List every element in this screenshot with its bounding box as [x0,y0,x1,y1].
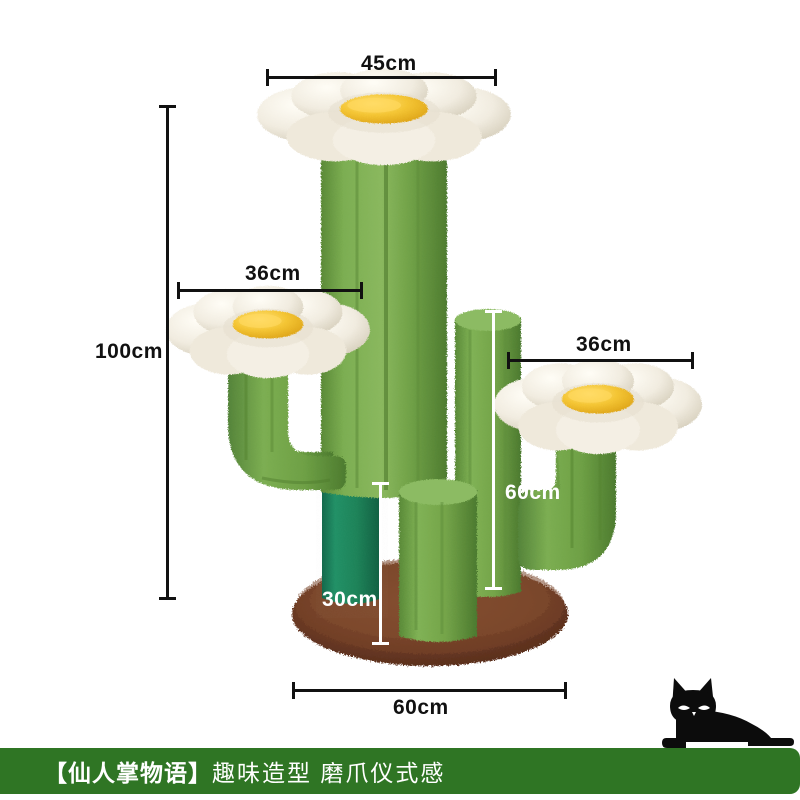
tick-bottom [485,587,502,590]
tick-top [372,482,389,485]
tick-left [266,69,269,86]
banner-tagline: 趣味造型 磨爪仪式感 [212,760,446,786]
dimension-line-mid-height [485,310,502,590]
bottom-banner: 【仙人掌物语】趣味造型 磨爪仪式感 [0,748,800,794]
tick-left [507,352,510,369]
dimension-line-right-span [507,352,694,369]
dimension-label-total-height: 100cm [95,340,163,363]
top-flower [257,68,511,165]
banner-text: 【仙人掌物语】趣味造型 磨爪仪式感 [44,754,445,788]
dimension-label-low-height: 30cm [322,588,378,611]
dimension-line-low-height [372,482,389,645]
front-post [399,479,477,642]
lying-cat-silhouette [662,678,794,748]
dimension-label-right-span: 36cm [576,333,632,356]
dimension-line-left-span [177,282,363,299]
dimension-label-mid-height: 60cm [505,481,561,504]
dimension-line-total-height [159,105,176,600]
dimension-line-base-width [292,682,567,699]
tick-bottom [372,642,389,645]
tick-right [360,282,363,299]
tick-left [292,682,295,699]
right-flower [494,360,702,455]
banner-bracket-title: 【仙人掌物语】 [44,760,212,786]
tick-top [485,310,502,313]
tick-bottom [159,597,176,600]
tick-left [177,282,180,299]
tick-right [564,682,567,699]
dimension-line-top-width [266,69,497,86]
dimension-label-left-span: 36cm [245,262,301,285]
tick-right [691,352,694,369]
dimension-label-top-width: 45cm [361,52,417,75]
tick-right [494,69,497,86]
dimension-label-base-width: 60cm [393,696,449,719]
tick-top [159,105,176,108]
